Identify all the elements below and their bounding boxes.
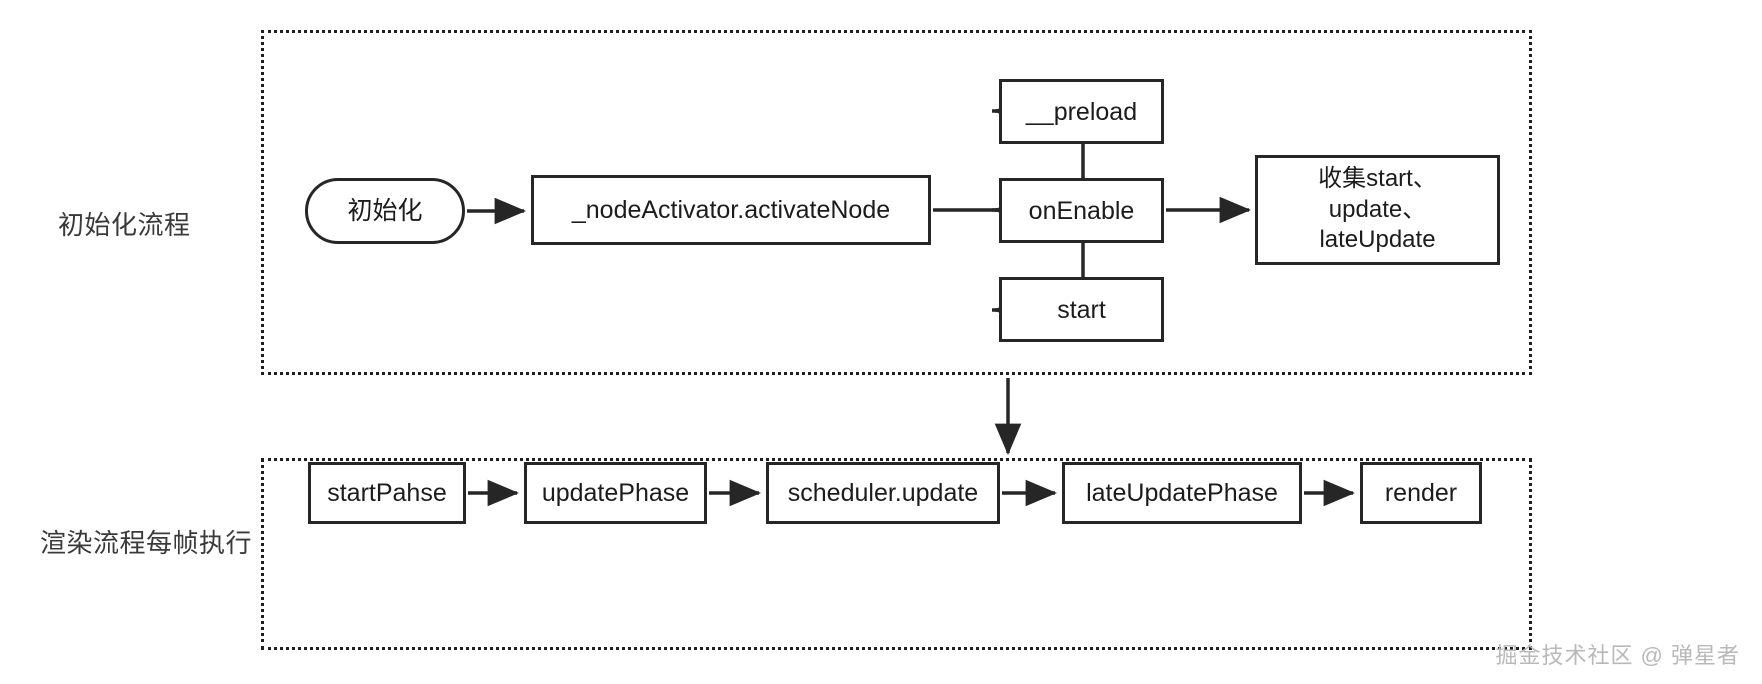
node-start[interactable]: start [999,277,1164,342]
node-render[interactable]: render [1360,462,1482,524]
node-preload[interactable]: __preload [999,79,1164,144]
watermark: 掘金技术社区 @ 弹星者 [1495,643,1740,668]
row-label-initialization: 初始化流程 [58,210,191,240]
node-late-update-phase[interactable]: lateUpdatePhase [1062,462,1302,524]
node-start-phase[interactable]: startPahse [308,462,466,524]
node-collect-lifecycle-callbacks[interactable]: 收集start、 update、 lateUpdate [1255,155,1500,265]
group-initialization-flow [261,30,1532,375]
group-render-flow [261,458,1532,650]
row-label-render: 渲染流程每帧执行 [40,528,253,558]
node-on-enable[interactable]: onEnable [999,178,1164,243]
node-update-phase[interactable]: updatePhase [524,462,707,524]
node-node-activator-activate-node[interactable]: _nodeActivator.activateNode [531,175,931,245]
node-init[interactable]: 初始化 [305,178,465,244]
node-scheduler-update[interactable]: scheduler.update [766,462,1000,524]
